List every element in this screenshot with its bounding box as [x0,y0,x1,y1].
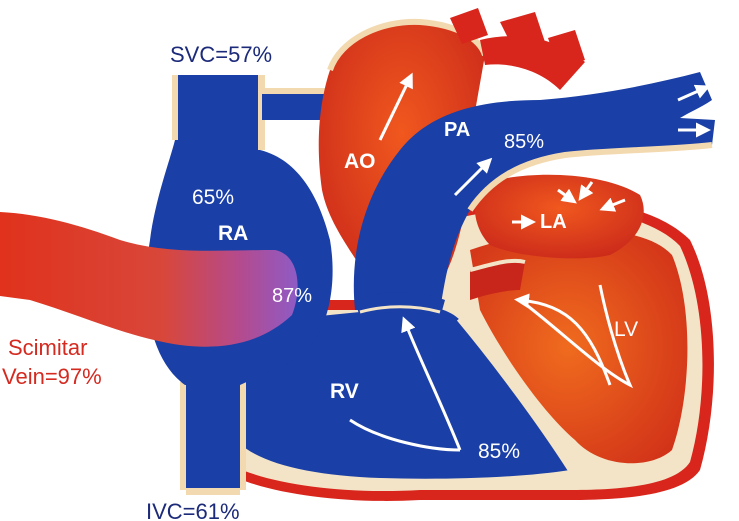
pulmonary-artery [353,72,715,310]
scimitar-vein [0,212,298,347]
pa-label: PA [444,119,470,141]
scimitar-label-line1: Scimitar [8,335,87,360]
pa-sat: 85% [504,131,544,153]
aortic-branch-1 [450,8,488,44]
flow-arrow-icon [677,84,711,102]
rv-label: RV [330,380,359,403]
svc-label: SVC=57% [170,42,272,67]
flow-arrow-icon [401,316,462,451]
flow-arrow-icon [453,157,493,197]
ivc [185,380,240,490]
lv-label: LV [614,318,638,341]
lv-flow-loop [519,284,633,389]
ra-sat-upper: 65% [192,186,234,209]
scimitar-label-line2: Vein=97% [2,364,102,389]
flow-arrow-icon [378,72,413,141]
ra-sat-lower: 87% [272,285,312,307]
ivc-label: IVC=61% [146,499,240,521]
la-label: LA [540,211,567,233]
ao-label: AO [344,150,376,173]
rv-sat: 85% [478,440,520,463]
flow-arrow-icon [557,188,577,204]
flow-arrow-icon [599,197,626,212]
flow-arrow-icon [578,181,594,201]
left-atrium [474,174,644,259]
right-ventricle [228,305,570,479]
rv-flow-loop [349,418,461,452]
ra-label: RA [218,222,248,245]
